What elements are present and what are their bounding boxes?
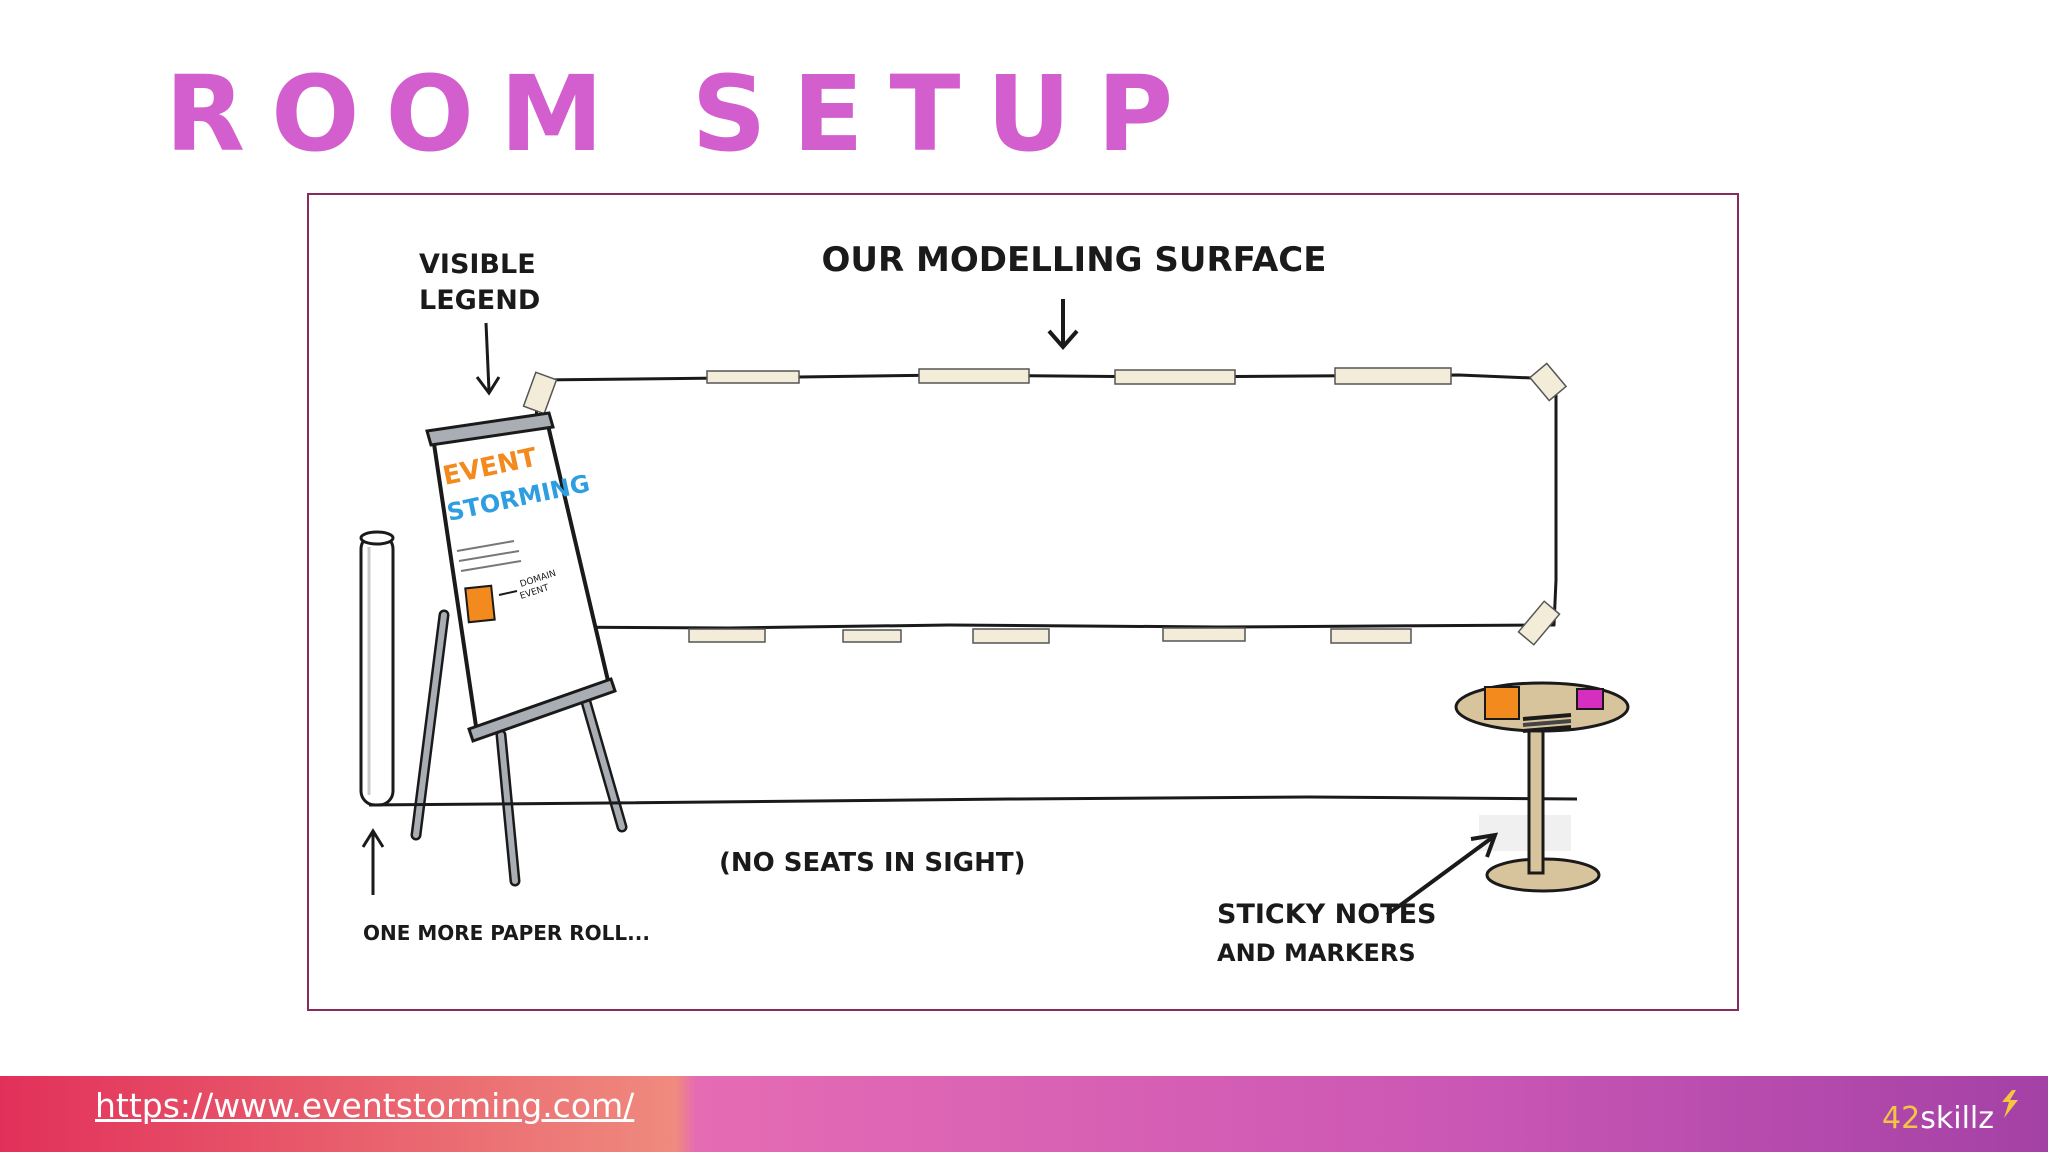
- tape-strip: [1334, 367, 1452, 385]
- flipchart-easel: EVENT STORMING DOMAIN EVENT: [410, 411, 628, 887]
- roll-arrow: [361, 828, 385, 895]
- illustration-svg: OUR MODELLING SURFACE VISIBLE LEGEND: [359, 240, 1630, 967]
- lightning-mark-icon: [2002, 1090, 2018, 1118]
- tape-strip: [1114, 369, 1236, 385]
- legend-arrow: [475, 322, 501, 396]
- surface-arrow: [1047, 299, 1079, 351]
- eventstorming-link[interactable]: https://www.eventstorming.com/: [95, 1086, 635, 1125]
- tape-strip: [1330, 628, 1412, 644]
- supplies-label-line2: AND MARKERS: [1217, 939, 1416, 967]
- legend-label-line2: LEGEND: [419, 285, 540, 316]
- logo-text: 42skillz: [1882, 1101, 1994, 1136]
- slide-title: ROOM SETUP: [165, 53, 1200, 175]
- tape-strip: [688, 628, 766, 643]
- tape-strip: [972, 628, 1050, 644]
- paper-roll: [359, 530, 395, 807]
- seats-label: (NO SEATS IN SIGHT): [719, 848, 1026, 878]
- modelling-surface: [519, 362, 1568, 649]
- supplies-arrow: [1385, 832, 1499, 917]
- tape-strip: [706, 370, 800, 384]
- tape-strip: [842, 629, 902, 643]
- sticky-notes-magenta: [1576, 688, 1604, 710]
- tape-corner: [1528, 362, 1568, 402]
- floor-line: [368, 795, 1578, 807]
- legend-label-line1: VISIBLE: [419, 249, 536, 280]
- domain-event-sticky: [464, 584, 496, 624]
- supplies-table: [1454, 681, 1630, 893]
- tape-strip: [1162, 627, 1246, 642]
- company-logo: 42skillz: [1860, 1090, 2020, 1140]
- tape-corner: [522, 371, 558, 415]
- footer-bar: https://www.eventstorming.com/ 42skillz: [0, 1076, 2048, 1152]
- tape-corner: [1517, 600, 1561, 646]
- room-setup-illustration: OUR MODELLING SURFACE VISIBLE LEGEND: [307, 193, 1739, 1011]
- surface-label: OUR MODELLING SURFACE: [822, 240, 1327, 280]
- sticky-notes-orange: [1484, 686, 1520, 720]
- roll-label: ONE MORE PAPER ROLL...: [363, 921, 650, 945]
- tape-strip: [918, 368, 1030, 384]
